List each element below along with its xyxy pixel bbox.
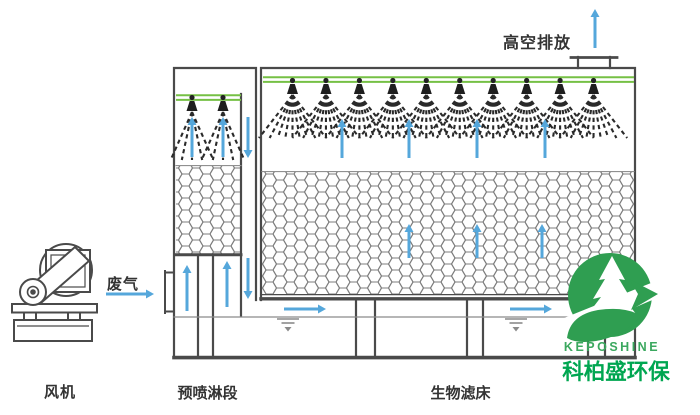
spray-nozzle-arrays (169, 77, 628, 161)
spray-nozzle-icon (200, 94, 246, 161)
up-arrow-icon (404, 119, 414, 158)
label-fan: 风机 (43, 384, 76, 401)
up-arrow-icon (187, 117, 197, 157)
spray-nozzle-icon (358, 77, 428, 139)
logo-text-cn: 科柏盛环保 (562, 360, 670, 384)
down-arrow-icon (243, 258, 253, 299)
gas-flow-arrows (106, 9, 600, 314)
biofilter-media (262, 171, 635, 295)
logo-text-en: KEPOSHINE (563, 340, 661, 354)
pre-spray-tower-walls (172, 66, 258, 359)
up-arrow-icon (537, 224, 547, 258)
up-arrow-icon (590, 9, 600, 48)
spray-nozzle-icon (559, 77, 628, 139)
water-level-icon (277, 318, 299, 332)
spray-nozzle-icon (525, 77, 595, 139)
up-arrow-icon (472, 224, 482, 258)
fan-base (13, 319, 93, 342)
label-discharge: 高空排放 (503, 35, 572, 52)
up-arrow-icon (540, 119, 550, 158)
spray-nozzle-icon (391, 77, 461, 139)
inlet-flange (164, 270, 175, 314)
spray-nozzle-icon (458, 77, 528, 139)
right-arrow-icon (510, 304, 552, 314)
spray-nozzle-icon (291, 77, 361, 139)
spray-water-pipes (176, 76, 634, 101)
up-arrow-icon (337, 119, 347, 158)
up-arrow-icon (218, 117, 228, 157)
up-arrow-icon (222, 261, 232, 307)
fan-platform (11, 303, 98, 314)
logo-arrow-icon (629, 279, 658, 310)
label-waste-gas: 废气 (107, 276, 140, 293)
pre-spray-pipe (176, 94, 241, 101)
spray-nozzle-icon (258, 77, 327, 139)
down-arrow-icon (243, 117, 253, 158)
media-support-columns (354, 299, 607, 358)
spray-nozzle-icon (324, 77, 394, 139)
keposhine-logo-mark (564, 253, 658, 342)
up-arrow-icon (182, 265, 192, 311)
label-pre-spray-section: 预喷淋段 (177, 385, 238, 402)
water-level-icon (505, 318, 527, 332)
pre-spray-lower-channels (196, 254, 215, 358)
main-spray-pipe (263, 76, 634, 83)
right-arrow-icon (284, 304, 326, 314)
spray-nozzle-icon (425, 77, 495, 139)
water-level-symbols (277, 318, 527, 332)
pre-spray-media (176, 165, 241, 255)
up-arrow-icon (472, 119, 482, 158)
vent-stack (569, 55, 619, 70)
logo-leaf-icon (567, 308, 641, 342)
label-biofilter-bed: 生物滤床 (430, 385, 491, 402)
right-arrow-icon (106, 289, 154, 299)
up-arrow-icon (404, 224, 414, 258)
fan-illustration (11, 243, 98, 342)
